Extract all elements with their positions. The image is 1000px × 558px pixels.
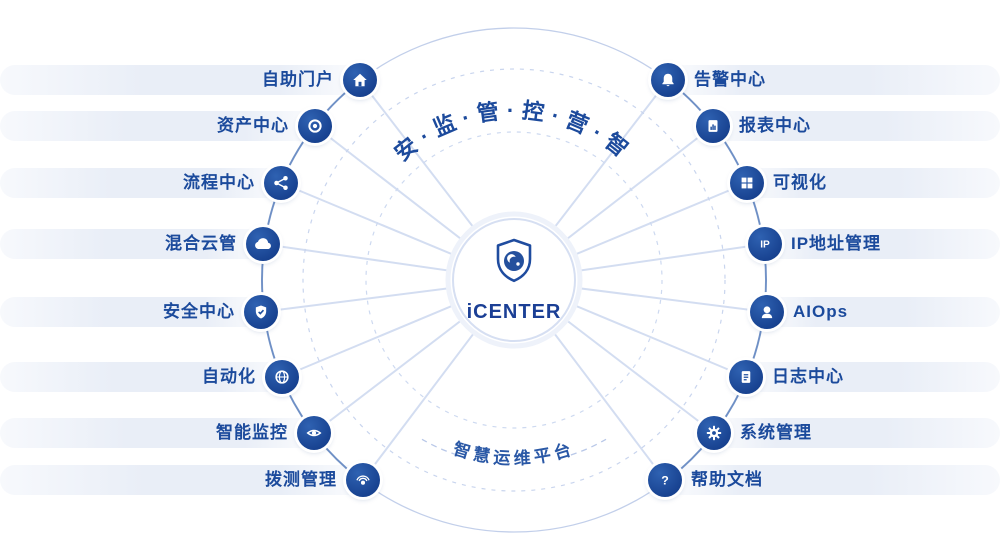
label-band — [649, 465, 1000, 495]
node-label: 自动化 — [202, 367, 256, 386]
node-label: 资产中心 — [217, 116, 289, 135]
node-label: 拨测管理 — [265, 470, 337, 489]
node-label: 报表中心 — [739, 116, 811, 135]
label-band — [751, 297, 1000, 327]
label-band — [652, 65, 1000, 95]
node-aiops — [750, 295, 784, 329]
node-help-docs: ? — [648, 463, 682, 497]
label-band — [731, 168, 1000, 198]
node-system-management — [697, 416, 731, 450]
node-visualization — [730, 166, 764, 200]
label-band — [0, 418, 330, 448]
arc-bottom-text: 智慧运维平台 — [451, 438, 577, 468]
center-badge: iCENTER — [445, 211, 583, 349]
shield-wave-icon — [496, 238, 532, 283]
node-ip-address-management: IP — [748, 227, 782, 261]
node-intelligent-monitoring — [297, 416, 331, 450]
label-band — [0, 111, 331, 141]
svg-text:IP: IP — [760, 240, 770, 251]
document-icon — [741, 371, 751, 383]
node-label: 智能监控 — [216, 423, 288, 442]
globe-icon — [275, 370, 289, 384]
node-label: 自助门户 — [262, 70, 334, 89]
share-icon — [274, 176, 288, 190]
target-icon — [308, 119, 322, 133]
label-band — [0, 229, 279, 259]
question-icon: ? — [661, 474, 669, 488]
grid-icon — [741, 177, 753, 189]
label-band — [0, 168, 297, 198]
label-band — [697, 111, 1000, 141]
node-log-center — [729, 360, 763, 394]
report-icon — [708, 120, 718, 132]
bottom-caption-dash-left — [421, 438, 458, 456]
node-process-center — [264, 166, 298, 200]
node-report-center — [696, 109, 730, 143]
label-band — [749, 229, 1000, 259]
arc-top-text: 安·监·管·控·营·智 — [390, 98, 639, 166]
node-label: 日志中心 — [772, 367, 844, 386]
node-label: 安全中心 — [163, 302, 235, 321]
label-band — [0, 362, 298, 392]
shield-check-icon — [255, 305, 267, 319]
cloud-icon — [255, 238, 271, 250]
node-label: 告警中心 — [694, 70, 766, 89]
home-icon — [353, 73, 367, 87]
eye-icon — [306, 429, 322, 437]
node-label: 系统管理 — [740, 423, 812, 442]
node-alarm-center — [651, 63, 685, 97]
bell-icon — [662, 73, 674, 87]
node-dial-test-management — [346, 463, 380, 497]
dashed-ring-inner — [365, 131, 663, 429]
label-band — [0, 297, 277, 327]
dashed-ring-outer — [302, 68, 726, 492]
node-asset-center — [298, 109, 332, 143]
label-band — [730, 362, 1000, 392]
node-label: AIOps — [793, 302, 849, 321]
person-icon — [761, 306, 773, 319]
node-automation — [265, 360, 299, 394]
node-label: IP地址管理 — [791, 234, 882, 253]
node-label: 可视化 — [773, 173, 827, 192]
node-security-center — [244, 295, 278, 329]
label-band — [698, 418, 1000, 448]
ip-icon: IP — [760, 240, 770, 251]
label-band — [0, 65, 376, 95]
svg-text:?: ? — [661, 474, 669, 488]
node-label: 流程中心 — [183, 173, 255, 192]
label-band — [0, 465, 379, 495]
node-hybrid-cloud — [246, 227, 280, 261]
node-label: 混合云管 — [165, 234, 237, 253]
node-self-service-portal — [343, 63, 377, 97]
gear-icon — [706, 425, 722, 441]
broadcast-icon — [356, 475, 370, 485]
bottom-caption-dash-right — [570, 438, 607, 456]
node-label: 帮助文档 — [691, 470, 763, 489]
center-logo-text: iCENTER — [467, 301, 562, 323]
